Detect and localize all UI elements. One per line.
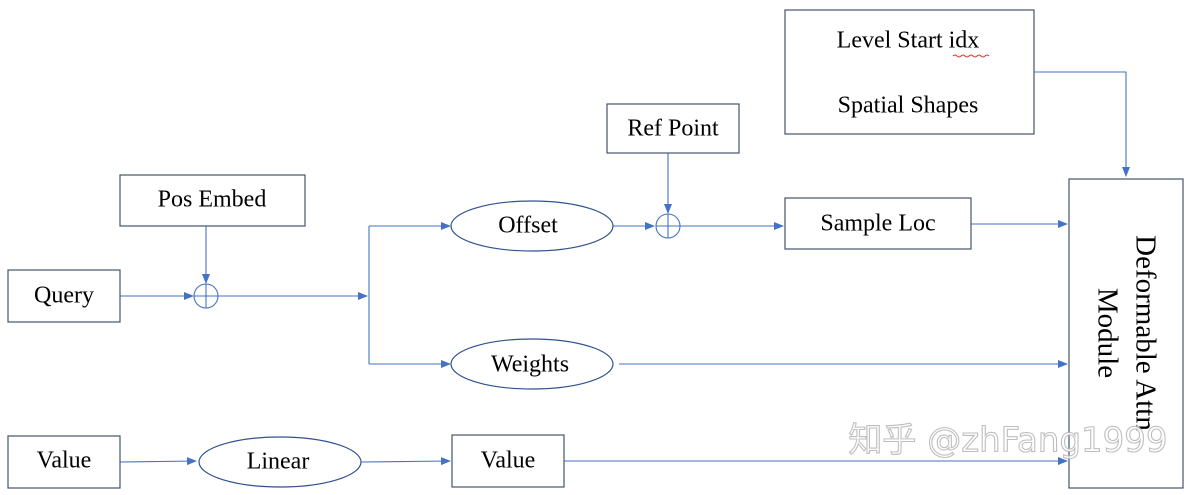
- deformable-label-line2: Module: [1091, 288, 1123, 378]
- level-start-idx-label: Level Start idx: [837, 28, 980, 54]
- sample-loc-label: Sample Loc: [820, 211, 935, 237]
- spatial-shapes-label: Spatial Shapes: [838, 93, 979, 119]
- node-query: Query: [7, 269, 121, 323]
- node-linear: Linear: [198, 436, 362, 488]
- linear-label: Linear: [247, 449, 310, 475]
- node-offset: Offset: [450, 200, 614, 252]
- node-value-output: Value: [451, 434, 565, 488]
- node-sample-loc: Sample Loc: [784, 197, 972, 250]
- value-input-label: Value: [37, 448, 92, 474]
- node-value-input: Value: [7, 435, 121, 489]
- watermark: 知乎 @zhFang1999: [848, 421, 1167, 461]
- edges: [119, 71, 1130, 466]
- spellcheck-underline: [952, 54, 990, 58]
- pos-embed-label: Pos Embed: [158, 187, 267, 213]
- node-level-spatial: Level Start idx Spatial Shapes: [784, 9, 1035, 135]
- offset-label: Offset: [498, 213, 558, 239]
- sum-junction-pos: [193, 283, 219, 309]
- sum-junction-ref: [655, 213, 681, 239]
- edge-linear-to-value: [360, 457, 451, 466]
- edge-level-to-module: [1034, 71, 1130, 177]
- edge-value-to-linear: [119, 457, 197, 466]
- query-label: Query: [34, 283, 94, 309]
- node-pos-embed: Pos Embed: [119, 174, 306, 227]
- ref-point-label: Ref Point: [627, 116, 719, 142]
- value-output-label: Value: [481, 448, 536, 474]
- weights-label: Weights: [491, 352, 569, 378]
- node-ref-point: Ref Point: [606, 103, 740, 154]
- node-weights: Weights: [450, 338, 614, 390]
- deformable-label-line1: Deformable Attn: [1129, 235, 1161, 431]
- node-deformable-module: Deformable Attn Module: [1068, 178, 1184, 489]
